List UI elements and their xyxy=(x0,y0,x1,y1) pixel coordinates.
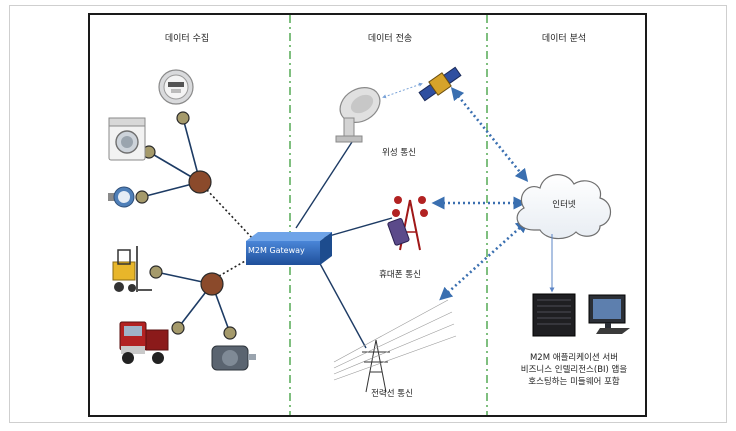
hub-node-lower xyxy=(200,272,224,296)
water-meter-icon xyxy=(108,186,135,208)
gateway-links xyxy=(295,141,393,349)
dish-sat-link xyxy=(382,82,423,99)
link-powerline-internet xyxy=(439,219,529,301)
leaf-node-water xyxy=(135,190,149,204)
link-satellite-internet xyxy=(450,86,529,183)
washing-machine-icon xyxy=(108,117,146,161)
cell-tower-icon xyxy=(387,196,428,251)
server-line-2: 비즈니스 인텔리전스(BI) 앱을 xyxy=(520,365,628,375)
leaf-node-meter xyxy=(176,111,190,125)
leaf-node-truck xyxy=(171,321,185,335)
server-line-1: M2M 애플리케이션 서버 xyxy=(529,353,619,363)
column-title-analysis: 데이터 분석 xyxy=(541,34,587,44)
motor-icon xyxy=(211,345,256,371)
leaf-node-forklift xyxy=(149,265,163,279)
label-internet: 인터넷 xyxy=(552,200,576,210)
forklift-icon xyxy=(112,246,152,292)
server-line-3: 호스팅하는 미들웨어 포함 xyxy=(528,377,620,387)
monitor-icon xyxy=(588,294,630,334)
column-title-collection: 데이터 수집 xyxy=(164,34,210,44)
power-tower-icon xyxy=(333,299,457,393)
satellite-icon xyxy=(418,66,462,102)
satellite-dish-icon xyxy=(335,87,381,143)
label-satellite: 위성 통신 xyxy=(382,148,416,158)
meter-icon xyxy=(158,69,194,105)
server-icon xyxy=(532,293,576,337)
hub-link-upper xyxy=(206,189,255,241)
column-title-transmission: 데이터 전송 xyxy=(367,34,413,44)
truck-icon xyxy=(119,321,169,364)
outer-frame xyxy=(9,5,727,423)
leaf-node-motor xyxy=(223,326,237,340)
gateway-label: M2M Gateway xyxy=(248,246,305,255)
m2m-gateway-box xyxy=(246,232,332,265)
cloud-icon xyxy=(516,174,612,240)
server-description: M2M 애플리케이션 서버 비즈니스 인텔리전스(BI) 앱을 호스팅하는 미들… xyxy=(521,352,627,388)
hub-node-upper xyxy=(188,170,212,194)
label-powerline: 전력선 통신 xyxy=(371,389,413,399)
label-cellular: 휴대폰 통신 xyxy=(379,270,421,280)
